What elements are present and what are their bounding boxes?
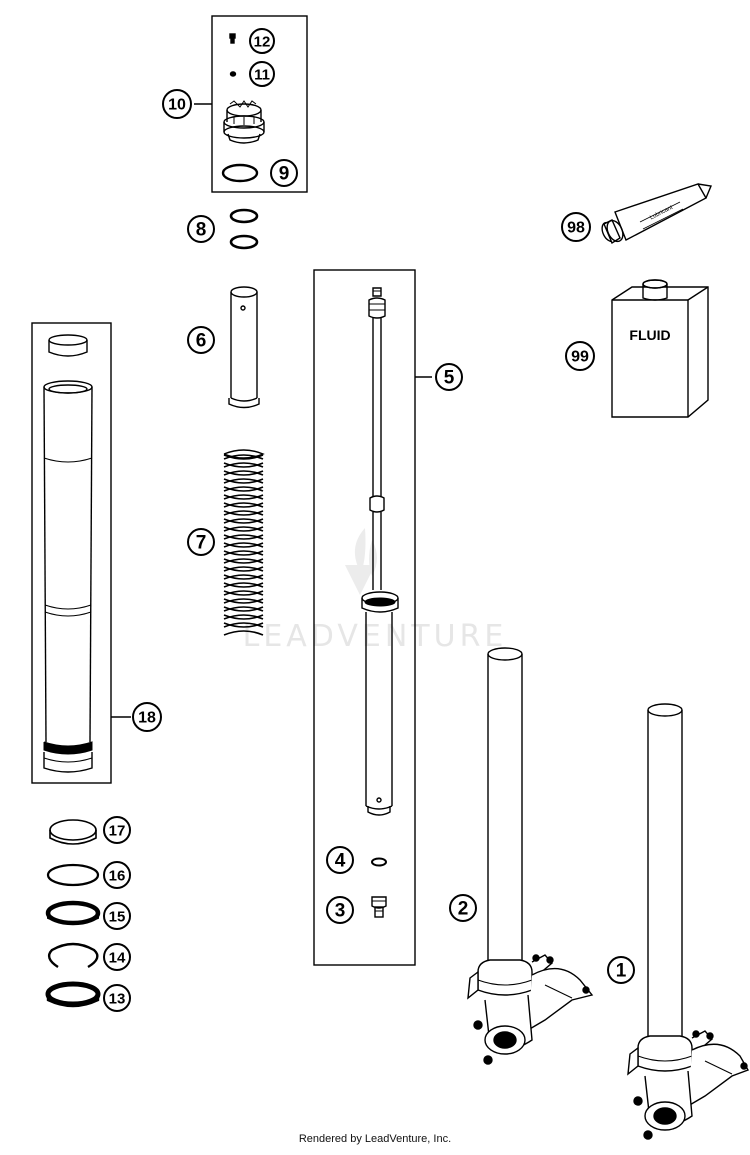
part-3-bolt [371, 896, 387, 918]
callout-3: 3 [335, 901, 346, 922]
callout-circle-98 [561, 212, 591, 242]
callout-circle-10 [162, 89, 192, 119]
part-6-spacer-tube [228, 286, 260, 409]
callout-circle-14 [103, 943, 131, 971]
callout-circle-1 [607, 956, 635, 984]
part-2-inner-tube [467, 647, 594, 1065]
callout-6: 6 [196, 331, 207, 352]
callout-circle-11 [249, 61, 275, 87]
callout-2: 2 [458, 899, 469, 920]
callout-1: 1 [616, 961, 627, 982]
part-18-outer-tube [43, 334, 93, 773]
part-12-bleed-screw [229, 33, 236, 44]
callout-circle-17 [103, 816, 131, 844]
callout-circle-8 [187, 215, 215, 243]
callout-circle-99 [565, 341, 595, 371]
callout-99: 99 [571, 349, 589, 366]
callout-circle-5 [435, 363, 463, 391]
part-7-fork-spring [223, 449, 265, 636]
part-13-dust-seal [45, 981, 101, 1008]
group-box-outer-tube [31, 322, 112, 784]
part-98-grease-tube [601, 183, 712, 245]
callout-13: 13 [109, 991, 126, 1008]
part-14-circlip [47, 942, 99, 969]
callout-11: 11 [254, 67, 270, 84]
callout-circle-12 [249, 28, 275, 54]
callout-10: 10 [168, 97, 186, 114]
callout-circle-6 [187, 326, 215, 354]
callout-5: 5 [444, 368, 455, 389]
fluid-label: FLUID [629, 327, 670, 343]
callout-9: 9 [279, 164, 290, 185]
callout-circle-3 [326, 896, 354, 924]
callout-15: 15 [109, 909, 126, 926]
callout-circle-15 [103, 902, 131, 930]
part-4-seal-ring [371, 857, 387, 867]
callout-circle-4 [326, 846, 354, 874]
part-9-o-ring [221, 163, 259, 183]
part-8-washers [229, 208, 259, 250]
callout-circle-7 [187, 528, 215, 556]
callout-16: 16 [109, 868, 126, 885]
callout-98: 98 [567, 220, 585, 237]
callout-17: 17 [109, 823, 126, 840]
part-16-washer [46, 863, 100, 887]
svg-text:LEADVENTURE: LEADVENTURE [243, 619, 508, 654]
watermark: LEADVENTURE [243, 528, 508, 654]
callout-14: 14 [109, 950, 126, 967]
callout-18: 18 [138, 710, 156, 727]
part-1-inner-tube [627, 703, 750, 1140]
callout-circle-2 [449, 894, 477, 922]
callout-8: 8 [196, 220, 207, 241]
part-10-fork-cap [223, 100, 265, 144]
callout-circle-9 [270, 159, 298, 187]
part-11-small-seal [229, 71, 237, 77]
footer-credit: Rendered by LeadVenture, Inc. [298, 1133, 452, 1145]
part-99-fork-fluid [611, 279, 709, 418]
callout-circle-13 [103, 984, 131, 1012]
part-17-bushing [49, 819, 97, 841]
callout-circle-16 [103, 861, 131, 889]
group-box-cartridge [313, 269, 416, 966]
part-5-damper-cartridge [361, 287, 399, 816]
callout-4: 4 [335, 851, 346, 872]
callout-circle-18 [132, 702, 162, 732]
callout-7: 7 [196, 533, 207, 554]
callout-12: 12 [254, 34, 271, 51]
part-15-seal [45, 900, 101, 926]
